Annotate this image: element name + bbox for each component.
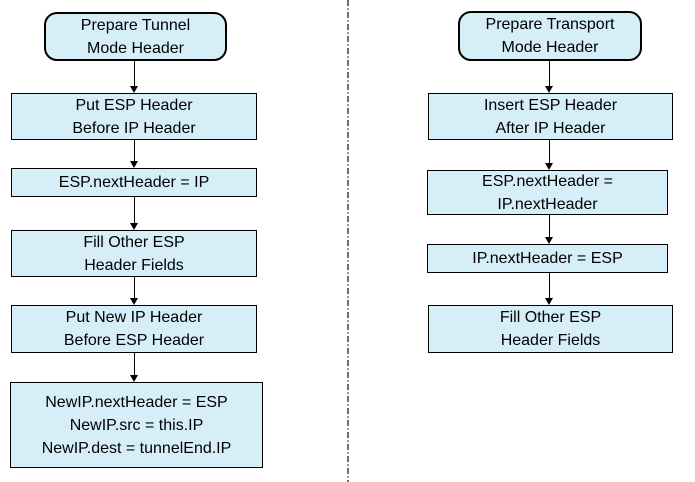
arrow-down-icon xyxy=(545,140,554,170)
arrow-shaft xyxy=(134,353,135,376)
arrow-down-icon xyxy=(130,197,139,230)
arrow-head xyxy=(130,223,138,230)
arrow-head xyxy=(130,161,138,168)
arrow-head xyxy=(130,298,138,305)
arrow-head xyxy=(545,86,553,93)
arrow-shaft xyxy=(549,140,550,164)
arrow-down-icon xyxy=(545,273,554,305)
node-put-esp-header-before-ip-header: Put ESP Header Before IP Header xyxy=(11,93,257,140)
arrow-down-icon xyxy=(130,353,139,382)
arrow-down-icon xyxy=(130,61,139,93)
arrow-head xyxy=(545,237,553,244)
arrow-head xyxy=(545,298,553,305)
arrow-shaft xyxy=(134,140,135,162)
arrow-shaft xyxy=(549,273,550,299)
node-esp-nextheader-equals-ip-nextheader: ESP.nextHeader = IP.nextHeader xyxy=(427,170,668,215)
node-fill-other-esp-header-fields-transport: Fill Other ESP Header Fields xyxy=(428,305,673,353)
arrow-shaft xyxy=(134,61,135,87)
arrow-down-icon xyxy=(130,140,139,168)
arrow-down-icon xyxy=(545,61,554,93)
arrow-head xyxy=(545,163,553,170)
arrow-shaft xyxy=(134,197,135,224)
node-prepare-transport-mode-header: Prepare Transport Mode Header xyxy=(458,11,642,61)
arrow-head xyxy=(130,375,138,382)
arrow-shaft xyxy=(549,61,550,87)
node-ip-nextheader-equals-esp: IP.nextHeader = ESP xyxy=(427,244,668,273)
arrow-down-icon xyxy=(545,215,554,244)
node-prepare-tunnel-mode-header: Prepare Tunnel Mode Header xyxy=(44,12,227,61)
arrow-down-icon xyxy=(130,277,139,305)
node-insert-esp-header-after-ip-header: Insert ESP Header After IP Header xyxy=(428,93,673,140)
arrow-shaft xyxy=(549,215,550,238)
arrow-head xyxy=(130,86,138,93)
node-newip-field-assignments: NewIP.nextHeader = ESP NewIP.src = this.… xyxy=(10,382,263,468)
node-put-new-ip-header-before-esp-header: Put New IP Header Before ESP Header xyxy=(11,305,257,353)
arrow-shaft xyxy=(134,277,135,299)
column-divider xyxy=(347,0,349,482)
node-fill-other-esp-header-fields-tunnel: Fill Other ESP Header Fields xyxy=(11,230,257,277)
node-esp-nextheader-equals-ip: ESP.nextHeader = IP xyxy=(11,168,257,197)
